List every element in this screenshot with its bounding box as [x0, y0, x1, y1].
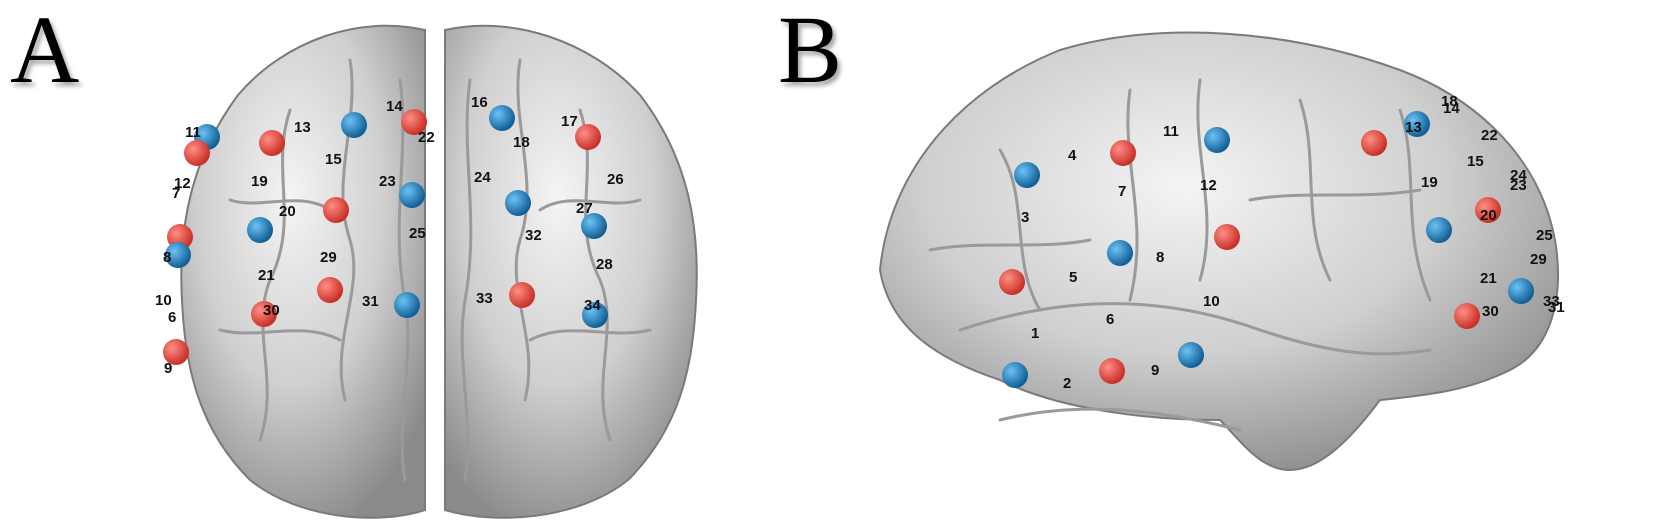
marker-b-blue-4	[1014, 162, 1040, 188]
region-label-a-22: 22	[418, 129, 435, 146]
brain-lateral-view	[878, 31, 1559, 472]
region-label-a-30: 30	[263, 302, 280, 319]
region-label-a-34: 34	[584, 297, 601, 314]
marker-a-blue-29	[165, 242, 191, 268]
marker-b-blue-1	[1002, 362, 1028, 388]
marker-b-red-10	[1214, 224, 1240, 250]
marker-a-red-12	[184, 140, 210, 166]
marker-b-red-3	[999, 269, 1025, 295]
region-label-b-12: 12	[1200, 177, 1217, 194]
marker-a-blue-16	[489, 105, 515, 131]
region-label-a-23: 23	[379, 173, 396, 190]
marker-a-red-30	[509, 282, 535, 308]
marker-b-blue-31	[1508, 278, 1534, 304]
region-label-b-22: 22	[1481, 127, 1498, 144]
marker-a-blue-24	[399, 182, 425, 208]
marker-a-red-23	[323, 197, 349, 223]
region-label-b-8: 8	[1156, 249, 1164, 266]
marker-a-blue-33	[394, 292, 420, 318]
region-label-b-11: 11	[1163, 123, 1179, 140]
marker-a-red-32	[163, 339, 189, 365]
region-label-a-28: 28	[596, 256, 613, 273]
region-label-a-27: 27	[576, 200, 593, 217]
markers-layer	[163, 105, 1534, 388]
region-label-b-9: 9	[1151, 362, 1159, 379]
region-label-b-13: 13	[1405, 119, 1422, 136]
region-label-a-15: 15	[325, 151, 342, 168]
region-label-a-10: 10	[155, 292, 172, 309]
region-label-b-5: 5	[1069, 269, 1077, 286]
region-label-b-33: 33	[1543, 293, 1560, 310]
marker-a-red-31	[317, 277, 343, 303]
marker-b-blue-14	[1404, 111, 1430, 137]
marker-b-red-11	[1110, 140, 1136, 166]
region-label-a-13: 13	[294, 119, 311, 136]
region-label-a-16: 16	[471, 94, 488, 111]
region-label-b-4: 4	[1068, 147, 1077, 164]
marker-a-red-17	[575, 124, 601, 150]
region-label-a-33: 33	[476, 290, 493, 307]
region-label-a-6: 6	[168, 309, 176, 326]
region-label-b-21: 21	[1480, 270, 1497, 287]
marker-b-red-13	[1361, 130, 1387, 156]
region-label-b-3: 3	[1021, 209, 1029, 226]
marker-a-red-13	[259, 130, 285, 156]
marker-a-blue-27	[505, 190, 531, 216]
region-label-a-14: 14	[386, 98, 403, 115]
marker-a-blue-25	[581, 213, 607, 239]
marker-a-blue-9	[582, 302, 608, 328]
region-label-a-7: 7	[172, 185, 180, 202]
region-label-b-24: 24	[1510, 167, 1527, 184]
marker-b-blue-12	[1204, 127, 1230, 153]
marker-b-blue-8	[1107, 240, 1133, 266]
region-label-b-15: 15	[1467, 153, 1484, 170]
marker-a-red-34	[251, 301, 277, 327]
region-label-a-19: 19	[251, 173, 268, 190]
panel-a-letter: A	[10, 0, 80, 103]
region-label-a-31: 31	[362, 293, 379, 310]
region-label-b-14: 14	[1443, 100, 1460, 117]
region-label-a-17: 17	[561, 113, 578, 130]
marker-a-blue-14	[341, 112, 367, 138]
marker-b-red-20	[1475, 197, 1501, 223]
region-label-a-25: 25	[409, 225, 426, 242]
marker-a-red-22	[401, 109, 427, 135]
region-label-a-11: 11	[185, 124, 201, 141]
marker-b-blue-19	[1426, 217, 1452, 243]
region-label-a-12: 12	[174, 175, 191, 192]
brain-posterior-view	[180, 24, 698, 519]
region-label-b-31: 31	[1548, 299, 1565, 316]
region-label-b-2: 2	[1063, 375, 1071, 392]
region-label-a-29: 29	[320, 249, 337, 266]
region-label-a-9: 9	[164, 360, 172, 377]
region-label-b-10: 10	[1203, 293, 1220, 310]
region-label-a-26: 26	[607, 171, 624, 188]
region-label-b-19: 19	[1421, 174, 1438, 191]
marker-b-red-9	[1099, 358, 1125, 384]
marker-a-blue-20	[247, 217, 273, 243]
region-label-b-23: 23	[1510, 177, 1527, 194]
region-label-b-6: 6	[1106, 311, 1114, 328]
panel-b-letter: B	[778, 0, 843, 103]
region-label-b-7: 7	[1118, 183, 1126, 200]
region-label-b-18: 18	[1441, 93, 1458, 110]
region-label-b-29: 29	[1530, 251, 1547, 268]
marker-b-red-30	[1454, 303, 1480, 329]
region-label-b-30: 30	[1482, 303, 1499, 320]
region-label-a-21: 21	[258, 267, 275, 284]
region-label-a-18: 18	[513, 134, 530, 151]
region-label-b-20: 20	[1480, 207, 1497, 224]
region-label-b-25: 25	[1536, 227, 1553, 244]
region-label-a-32: 32	[525, 227, 542, 244]
region-label-a-24: 24	[474, 169, 491, 186]
region-label-b-1: 1	[1031, 325, 1039, 342]
region-label-a-8: 8	[163, 249, 171, 266]
marker-b-blue-6	[1178, 342, 1204, 368]
region-label-a-20: 20	[279, 203, 296, 220]
